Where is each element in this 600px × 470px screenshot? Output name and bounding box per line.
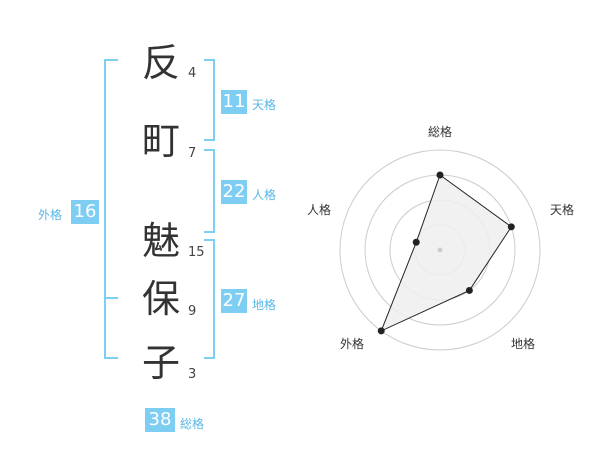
jinkaku-label: 人格	[252, 188, 277, 202]
radar-label-tenkaku: 天格	[550, 203, 575, 217]
radar-series-polygon	[380, 174, 513, 332]
tenkaku-value: 11	[221, 90, 247, 114]
name-char-5: 子	[141, 341, 180, 385]
name-char-3: 魅	[141, 219, 180, 263]
stroke-count-4: 9	[188, 304, 197, 319]
radar-point-1	[507, 223, 515, 231]
radar-label-jinkaku: 人格	[307, 203, 332, 217]
radar-point-0	[436, 171, 444, 179]
name-char-2: 町	[141, 119, 180, 163]
radar-label-gaikaku: 外格	[340, 337, 365, 351]
stroke-count-5: 3	[188, 367, 197, 382]
stroke-count-2: 7	[188, 146, 197, 161]
chikaku-bracket	[204, 239, 215, 359]
gaikaku-bracket	[104, 59, 118, 359]
jinkaku-bracket	[204, 149, 215, 233]
name-char-4: 保	[141, 277, 180, 321]
tenkaku-bracket	[204, 59, 215, 141]
radar-point-3	[377, 327, 385, 335]
chikaku-label: 地格	[252, 298, 277, 312]
tenkaku-label: 天格	[252, 98, 277, 112]
radar-point-4	[412, 238, 420, 246]
soukaku-value: 38	[145, 408, 175, 432]
radar-center-point	[437, 247, 443, 253]
stroke-count-3: 15	[188, 245, 205, 260]
gaikaku-value: 16	[71, 200, 99, 224]
stroke-count-1: 4	[188, 66, 197, 81]
radar-point-2	[465, 286, 473, 294]
name-char-1: 反	[141, 41, 180, 85]
jinkaku-value: 22	[221, 180, 247, 204]
gaikaku-label: 外格	[38, 208, 63, 222]
radar-ring-4	[339, 149, 541, 351]
radar-label-soukaku: 総格	[428, 125, 453, 139]
radar-label-chikaku: 地格	[511, 337, 536, 351]
chikaku-value: 27	[221, 289, 247, 313]
soukaku-label: 総格	[180, 417, 205, 431]
